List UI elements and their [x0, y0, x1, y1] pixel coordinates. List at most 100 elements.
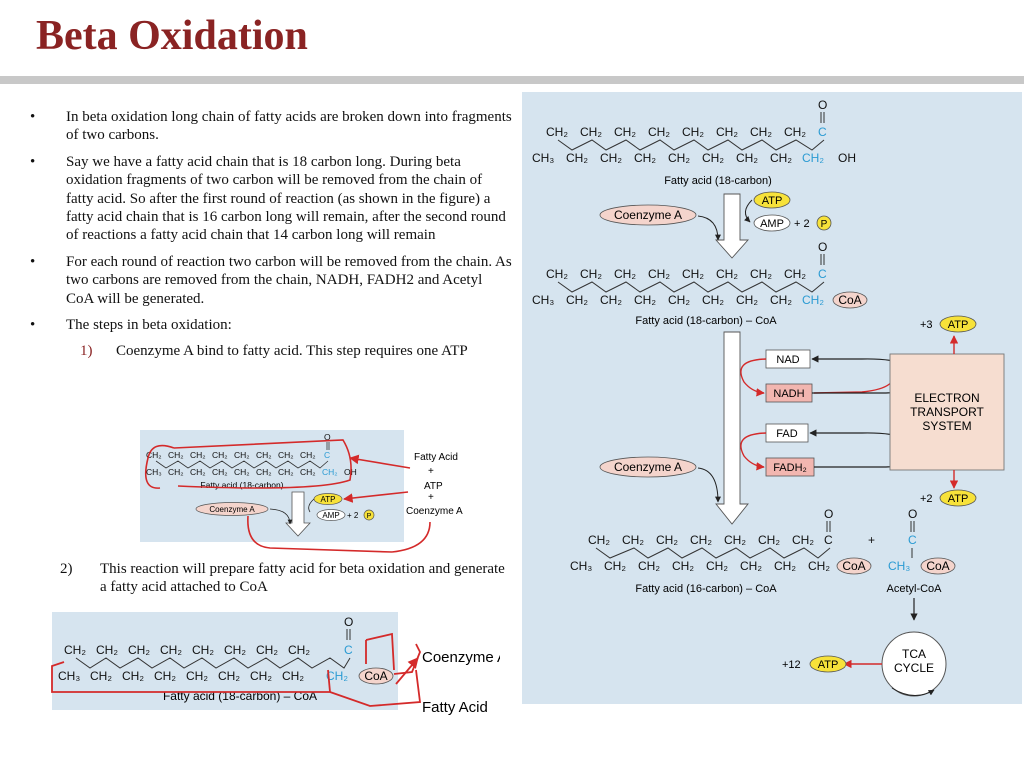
- ch2-label: CH₂: [256, 450, 272, 460]
- ch2-label: CH₂: [724, 533, 746, 547]
- oh-label: OH: [838, 151, 856, 165]
- coa-badge: [832, 291, 868, 309]
- ch2-label: CH₂: [770, 151, 792, 165]
- coa-badge: [920, 557, 956, 575]
- ch2-label: CH₂: [566, 151, 588, 165]
- phosphate-icon: [363, 509, 375, 521]
- atp-label: ATP: [948, 493, 969, 505]
- ch2-label: CH₂: [322, 467, 338, 477]
- ch2-label: CH₂: [634, 293, 656, 307]
- ch2-label: CH₂: [96, 643, 118, 657]
- ch2-label: CH₂: [758, 533, 780, 547]
- ch2-label: CH₂: [326, 669, 348, 683]
- fad-label: FAD: [776, 428, 797, 440]
- ch2-label: CH₂: [634, 151, 656, 165]
- annotation-fatty-acid: Fatty Acid: [414, 452, 458, 463]
- step1-figure: CH₂ CH₂ CH₂ CH₂ CH₂ CH₂ CH₂ CH₂ C O CH₃ …: [140, 430, 463, 553]
- ch2-label: CH₂: [90, 669, 112, 683]
- amp-badge: [316, 509, 346, 521]
- ch2-label: CH₂: [128, 643, 150, 657]
- ch2-label: CH₂: [690, 533, 712, 547]
- ch3-label: CH₃: [146, 467, 162, 477]
- ch2-label: CH₂: [566, 293, 588, 307]
- ch2-label: CH₂: [808, 559, 830, 573]
- carbonyl-c: C: [818, 125, 827, 139]
- ch2-label: CH₂: [190, 450, 206, 460]
- ets-label-line: ELECTRON: [914, 391, 979, 405]
- ch2-label: CH₂: [580, 125, 602, 139]
- annotation-atp: ATP: [424, 481, 443, 492]
- ch2-label: CH₂: [802, 293, 824, 307]
- caption-fatty-acid-16-coa: Fatty acid (16-carbon) – CoA: [635, 583, 777, 595]
- ch2-label: CH₂: [622, 533, 644, 547]
- annotation-coenzyme-a: Coenzyme A: [422, 649, 500, 666]
- nad-label: NAD: [776, 354, 799, 366]
- coenzyme-a-badge: [195, 502, 269, 516]
- coenzyme-a-badge: [599, 204, 697, 226]
- bullet-item: • Say we have a fatty acid chain that is …: [30, 153, 512, 245]
- ch2-label: CH₂: [224, 643, 246, 657]
- fadh2-label: FADH₂: [773, 462, 807, 474]
- bond-zigzag: [155, 460, 329, 469]
- phosphate-icon: [816, 215, 832, 231]
- ch2-label: CH₂: [300, 467, 316, 477]
- ch2-label: CH₂: [600, 293, 622, 307]
- ch2-label: CH₂: [580, 267, 602, 281]
- ch2-label: CH₂: [190, 467, 206, 477]
- ch2-label: CH₂: [600, 151, 622, 165]
- ch2-label: CH₂: [702, 151, 724, 165]
- coa-badge: [836, 557, 872, 575]
- ch2-label: CH₂: [668, 151, 690, 165]
- coenzyme-a-label: Coenzyme A: [614, 460, 682, 474]
- plus-sign: +: [868, 533, 875, 547]
- ch2-label: CH₂: [614, 125, 636, 139]
- ch2-label: CH₂: [736, 293, 758, 307]
- ch2-label: CH₂: [648, 267, 670, 281]
- ch2-label: CH₂: [192, 643, 214, 657]
- ch2-label: CH₂: [740, 559, 762, 573]
- bullet-dot: •: [30, 253, 36, 270]
- coa-bracket: [365, 632, 395, 671]
- ch2-label: CH₂: [656, 533, 678, 547]
- phosphate-label: P: [367, 513, 372, 520]
- bond-zigzag: [557, 139, 825, 151]
- atp-badge: [809, 655, 847, 673]
- bullet-text: Say we have a fatty acid chain that is 1…: [66, 153, 506, 244]
- ch2-label: CH₂: [234, 450, 250, 460]
- bullet-dot: •: [30, 109, 36, 125]
- ch2-label: CH₂: [716, 267, 738, 281]
- annotation-coenzyme-a: Coenzyme A: [406, 506, 463, 517]
- coenzyme-a-badge: [599, 456, 697, 478]
- oxygen-label: O: [324, 432, 331, 442]
- bullet-list: • In beta oxidation long chain of fatty a…: [30, 108, 512, 367]
- fatty-acid-bracket: [51, 661, 331, 693]
- ch2-label: CH₂: [546, 267, 568, 281]
- down-arrow: [715, 331, 749, 525]
- step-text: Coenzyme A bind to fatty acid. This step…: [116, 343, 468, 360]
- phosphate-label: P: [821, 219, 828, 230]
- title-divider: [0, 76, 1024, 84]
- carbonyl-c: C: [344, 643, 353, 657]
- coa-label: CoA: [926, 559, 949, 573]
- ets-label-line: TRANSPORT: [910, 405, 984, 419]
- oxygen-label: O: [344, 615, 353, 629]
- bond-zigzag: [75, 657, 351, 669]
- coenzyme-a-label: Coenzyme A: [209, 505, 255, 514]
- caption-fatty-acid-18-coa: Fatty acid (18-carbon) – CoA: [635, 315, 777, 327]
- atp-badge: [939, 489, 977, 507]
- atp-label: ATP: [762, 195, 783, 207]
- atp-label: ATP: [818, 659, 839, 671]
- ch2-label: CH₂: [212, 467, 228, 477]
- ch2-label: CH₂: [716, 125, 738, 139]
- bullet-dot: •: [30, 153, 36, 170]
- carbonyl-c: C: [818, 267, 827, 281]
- ch2-label: CH₂: [212, 450, 228, 460]
- atp-badge: [939, 315, 977, 333]
- bullet-text: In beta oxidation long chain of fatty ac…: [66, 109, 512, 144]
- bond-zigzag: [557, 281, 825, 293]
- ch3-label: CH₃: [570, 559, 592, 573]
- coa-label: CoA: [838, 293, 861, 307]
- slide-title: Beta Oxidation: [36, 13, 308, 59]
- fatty-acid-outline: [144, 439, 352, 489]
- bullet-item: •For each round of reaction two carbon w…: [30, 253, 512, 308]
